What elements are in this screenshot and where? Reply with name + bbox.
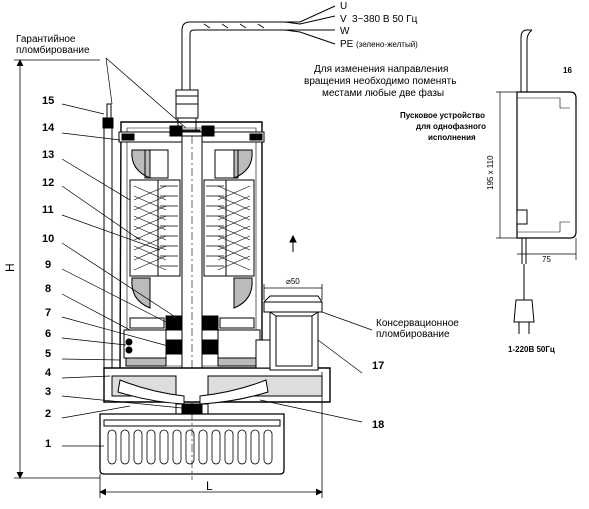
wire-pe-label: PE — [340, 39, 354, 50]
warranty-seal-label-line1: Гарантийное — [16, 34, 76, 45]
callout-5: 5 — [45, 348, 51, 360]
flow-arrow — [289, 234, 297, 252]
callout-12: 12 — [42, 177, 54, 189]
callout-15: 15 — [42, 95, 54, 107]
callout-18: 18 — [372, 419, 384, 431]
dimension-lines — [14, 59, 323, 498]
direction-note-line2: вращения необходимо поменять — [304, 75, 456, 87]
callout-7: 7 — [45, 307, 51, 319]
callout-8: 8 — [45, 283, 51, 295]
wire-v-label: V — [340, 14, 347, 25]
conservation-seal-label-line1: Консервационное — [376, 318, 459, 329]
callout-17: 17 — [372, 360, 384, 372]
dimension-height: H — [3, 263, 17, 272]
callout-6: 6 — [45, 328, 51, 340]
starter-box — [496, 29, 577, 334]
starter-label-line2: для однофазного — [416, 122, 486, 131]
callout-9: 9 — [45, 259, 51, 271]
direction-note-line1: Для изменения направления — [314, 64, 448, 75]
wire-w-label: W — [340, 26, 350, 37]
plug-spec-label: 1-220В 50Гц — [508, 345, 555, 354]
wire-u-label: U — [340, 1, 347, 12]
callout-2: 2 — [45, 408, 51, 420]
callout-4: 4 — [45, 367, 52, 379]
direction-note-line3: местами любые две фазы — [322, 87, 444, 99]
callout-numbers: 15 14 13 12 11 10 9 8 7 6 5 4 3 2 1 17 1… — [42, 66, 572, 450]
dimension-length: L — [206, 479, 213, 493]
bearing-assembly — [123, 125, 261, 367]
volute-casing — [103, 367, 331, 417]
box-size-dimension: 195 x 110 — [486, 155, 495, 190]
callout-10: 10 — [42, 233, 54, 245]
callout-16: 16 — [563, 66, 572, 75]
wire-pe-spec: (зелено-желтый) — [356, 40, 418, 49]
callout-14: 14 — [42, 122, 55, 134]
leader-lines — [61, 57, 373, 447]
callout-1: 1 — [45, 438, 51, 450]
starter-label-line1: Пусковое устройство — [400, 111, 485, 120]
power-cable — [181, 5, 336, 92]
starter-label-line3: исполнения — [428, 133, 476, 142]
callout-13: 13 — [42, 149, 54, 161]
discharge-outlet — [255, 295, 323, 371]
warranty-seal-label-line2: пломбирование — [16, 44, 90, 56]
callout-11: 11 — [42, 204, 54, 216]
conservation-seal-label-line2: пломбирование — [376, 328, 450, 340]
strainer-base — [99, 412, 285, 480]
dimension-diameter: ⌀50 — [286, 277, 300, 286]
callout-3: 3 — [45, 386, 51, 398]
wire-v-spec: 3~380 В 50 Гц — [352, 14, 418, 25]
box-depth-dimension: 75 — [542, 255, 551, 264]
